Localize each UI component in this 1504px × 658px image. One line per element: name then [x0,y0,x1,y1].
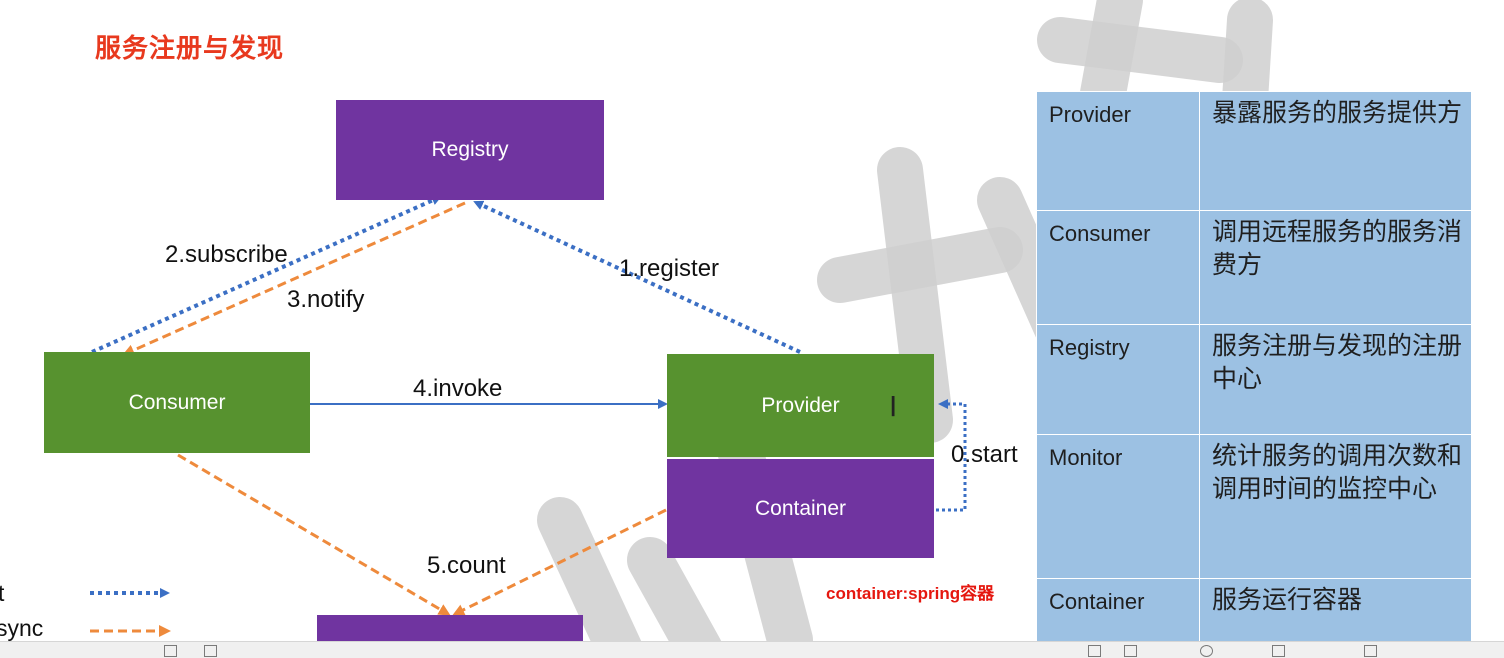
toolbar-icon[interactable] [1124,645,1137,657]
text-cursor-icon: Ⅰ [889,390,898,423]
label-count: 5.count [427,552,506,579]
edge-notify [122,201,466,356]
registry-label: Registry [431,138,509,161]
container-label: Container [754,496,847,520]
edge-subscribe [91,195,442,354]
table-term: Monitor [1036,434,1200,579]
toolbar-icon[interactable] [164,645,177,657]
table-row: Monitor 统计服务的调用次数和调用时间的监控中心 [1036,434,1472,579]
label-start: 0.start [951,441,1018,468]
toolbar-icon[interactable] [1200,645,1213,657]
table-term: Consumer [1036,210,1200,325]
legend-init-label: t [0,580,5,606]
table-desc: 服务运行容器 [1199,578,1472,644]
edge-count-consumer [177,453,451,616]
toolbar-icon[interactable] [1088,645,1101,657]
table-term: Container [1036,578,1200,644]
label-subscribe: 2.subscribe [165,241,288,268]
bottom-toolbar [0,641,1504,658]
provider-node: Provider [667,354,934,457]
table-desc: 调用远程服务的服务消费方 [1199,210,1472,325]
table-row: Registry 服务注册与发现的注册中心 [1036,324,1472,435]
container-note: container:spring容器 [826,584,995,603]
table-desc: 服务注册与发现的注册中心 [1199,324,1472,435]
consumer-label: Consumer [128,390,226,414]
edge-register [473,200,801,354]
table-term: Provider [1036,91,1200,211]
registry-node: Registry [336,100,604,200]
table-row: Provider 暴露服务的服务提供方 [1036,91,1472,211]
label-invoke: 4.invoke [413,375,503,402]
edge-start [936,399,967,512]
table-row: Container 服务运行容器 [1036,578,1472,644]
edge-count-container [452,508,667,616]
provider-label: Provider [761,393,840,417]
toolbar-icon[interactable] [1364,645,1377,657]
page-title: 服务注册与发现 [95,34,285,64]
toolbar-icon[interactable] [204,645,217,657]
legend-async-label: sync [0,615,44,641]
label-register: 1.register [619,255,720,282]
table-term: Registry [1036,324,1200,435]
label-notify: 3.notify [287,286,365,313]
table-row: Consumer 调用远程服务的服务消费方 [1036,210,1472,325]
toolbar-icon[interactable] [1272,645,1285,657]
role-table: Provider 暴露服务的服务提供方 Consumer 调用远程服务的服务消费… [1036,91,1472,644]
table-desc: 暴露服务的服务提供方 [1199,91,1472,211]
table-desc: 统计服务的调用次数和调用时间的监控中心 [1199,434,1472,579]
consumer-node: Consumer [44,352,310,453]
container-node: Container [667,459,934,558]
